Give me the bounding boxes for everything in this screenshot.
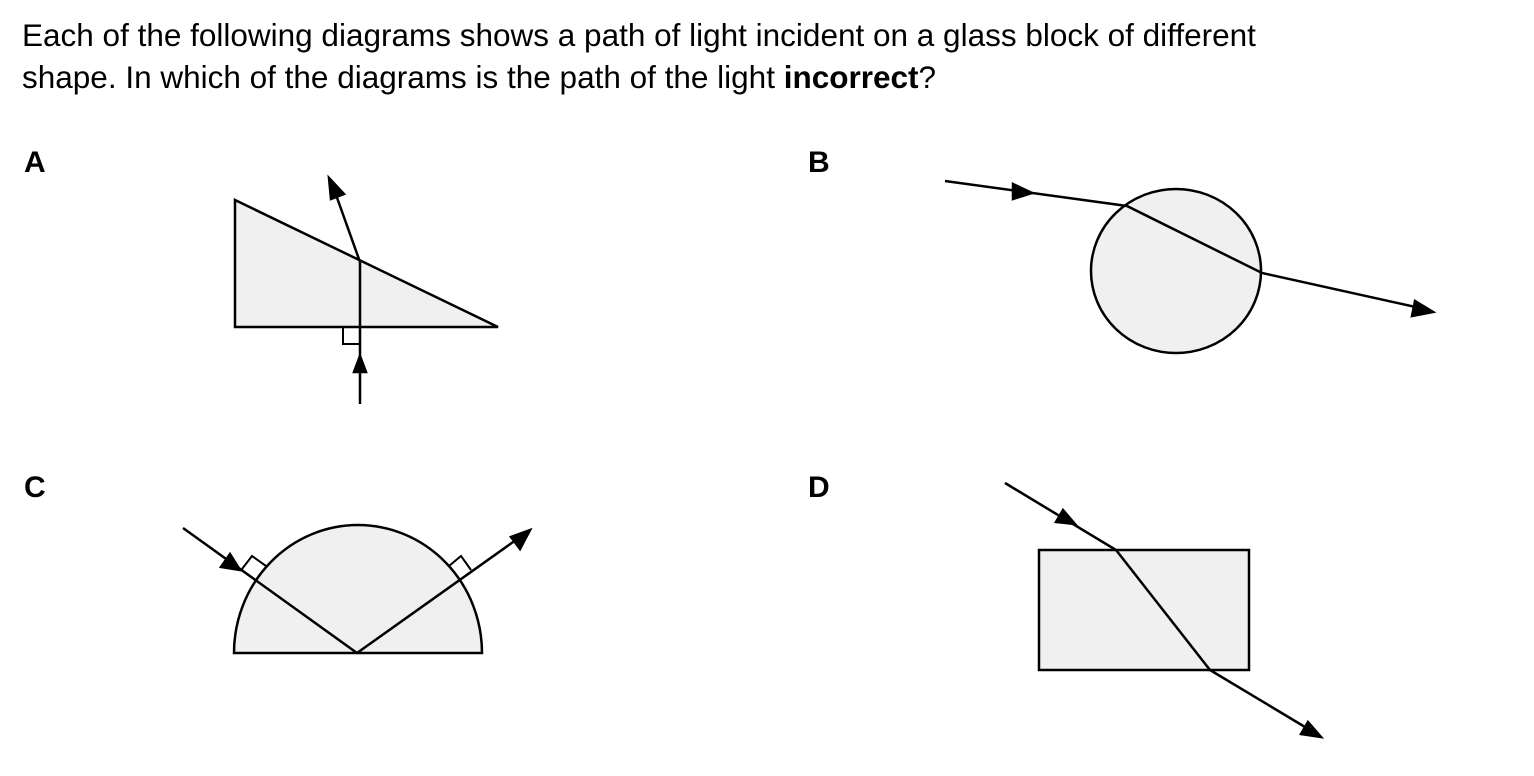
glass-rectangle [1037, 548, 1251, 672]
right-angle-marker [342, 327, 360, 345]
option-label-d: D [808, 471, 830, 504]
question-text: Each of the following diagrams shows a p… [22, 14, 1256, 98]
arrow-head-icon [1011, 182, 1036, 201]
option-label-c: C [24, 471, 46, 504]
question-line-2-end: ? [918, 59, 937, 95]
diagram-a [233, 174, 499, 404]
arrow-head-icon [352, 352, 368, 374]
arrow-head-icon [218, 551, 243, 572]
glass-circle [1089, 187, 1263, 355]
light-ray [944, 179, 1421, 310]
question-emphasis: incorrect [783, 59, 919, 95]
arrow-head-icon [508, 527, 533, 552]
arrow-head-icon [1053, 507, 1078, 526]
question-line-2: shape. In which of the diagrams is the p… [22, 56, 1256, 98]
arrow-head-icon [1410, 299, 1437, 318]
diagram-d [1004, 481, 1325, 739]
right-angle-marker [241, 554, 267, 570]
glass-semicircle [232, 523, 484, 655]
question-line-2-start: shape. In which of the diagrams is the p… [22, 59, 784, 95]
diagram-c [182, 523, 533, 655]
arrow-head-icon [1298, 719, 1325, 739]
right-angle-marker [448, 554, 472, 571]
question-line-1: Each of the following diagrams shows a p… [22, 17, 1256, 53]
option-label-a: A [24, 146, 46, 179]
glass-triangle [233, 198, 499, 329]
option-label-b: B [808, 146, 830, 179]
arrow-head-icon [327, 174, 347, 201]
diagram-b [944, 179, 1437, 355]
